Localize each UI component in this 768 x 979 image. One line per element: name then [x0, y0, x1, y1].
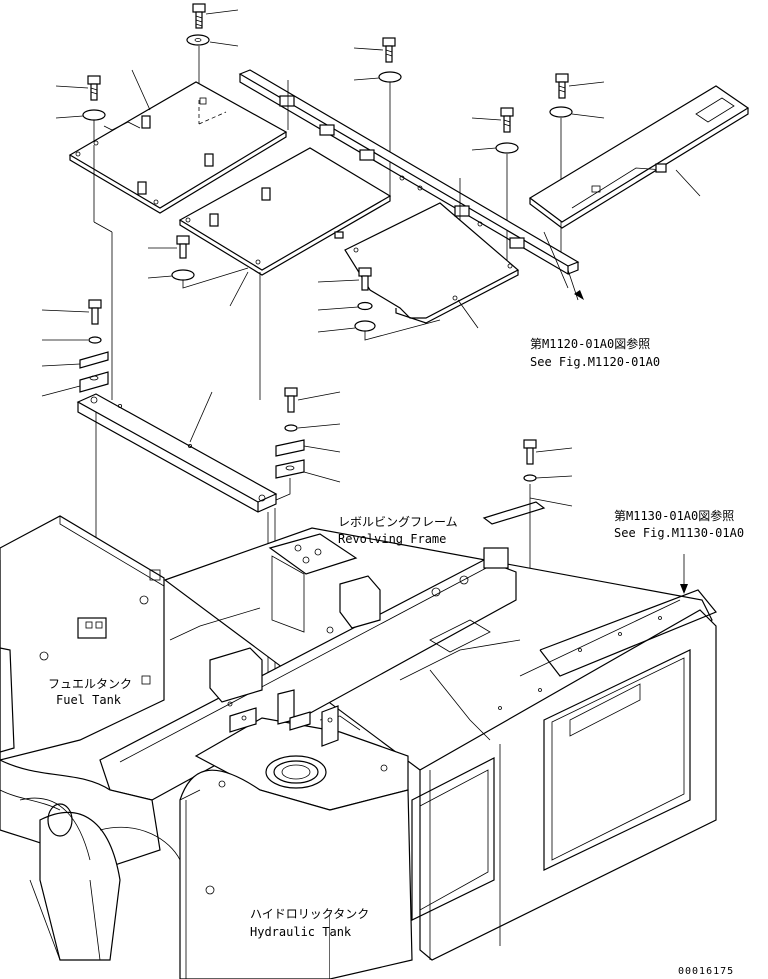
shim-icon — [275, 459, 305, 479]
drawing-number: 00016175 — [678, 966, 734, 977]
cover-plate-far-right — [528, 85, 750, 229]
hydraulic-tank-label-jp: ハイドロリックタンク — [250, 907, 369, 921]
ref-m1130-jp: 第M1130-01A0図参照 — [614, 508, 734, 523]
floor-plates — [68, 69, 750, 329]
bolt-icon — [284, 387, 298, 413]
ref-m1120-jp: 第M1120-01A0図参照 — [530, 336, 650, 351]
bolt-icon — [358, 267, 372, 291]
floor-plate-left — [68, 81, 288, 214]
floor-plate-right — [344, 202, 520, 324]
bolt-icon — [88, 299, 102, 325]
top-rail — [238, 69, 580, 289]
washer-icon — [549, 106, 573, 118]
bolt-icon — [176, 235, 190, 259]
washer-icon — [88, 336, 102, 344]
hydraulic-tank — [179, 689, 413, 979]
washer-icon — [284, 424, 298, 432]
revolving-frame-label-jp: レボルビングフレーム — [338, 515, 458, 529]
cover-strip — [482, 501, 546, 525]
hydraulic-tank-label-en: Hydraulic Tank — [250, 925, 352, 939]
fuel-tank-label-jp: フュエルタンク — [48, 677, 132, 691]
bolt-icon — [192, 3, 206, 29]
bolt-icon — [555, 73, 569, 99]
fasteners-middle — [41, 235, 441, 397]
washer-icon — [354, 320, 376, 332]
bolt-icon — [87, 75, 101, 101]
revolving-frame — [99, 527, 717, 961]
support-bar — [76, 391, 278, 513]
washer-icon — [357, 301, 373, 311]
ref-m1120-en: See Fig.M1120-01A0 — [530, 355, 660, 369]
ref-m1130-en: See Fig.M1130-01A0 — [614, 526, 744, 540]
bolt-icon — [500, 107, 514, 133]
fuel-tank — [0, 515, 181, 961]
washer-icon — [186, 34, 210, 46]
fasteners-right-bracket — [275, 387, 573, 525]
shim-icon — [79, 351, 109, 369]
bolt-icon — [382, 37, 396, 63]
shim-icon — [79, 371, 109, 393]
bolt-icon — [523, 439, 537, 465]
washer-icon — [171, 269, 195, 281]
washer-icon — [82, 109, 106, 121]
shim-icon — [275, 439, 305, 457]
washer-icon — [378, 71, 402, 83]
fuel-tank-label-en: Fuel Tank — [56, 693, 122, 707]
floor-plate-middle — [178, 147, 392, 276]
washer-icon — [523, 474, 537, 482]
revolving-frame-label-en: Revolving Frame — [338, 532, 446, 546]
washer-icon — [495, 142, 519, 154]
